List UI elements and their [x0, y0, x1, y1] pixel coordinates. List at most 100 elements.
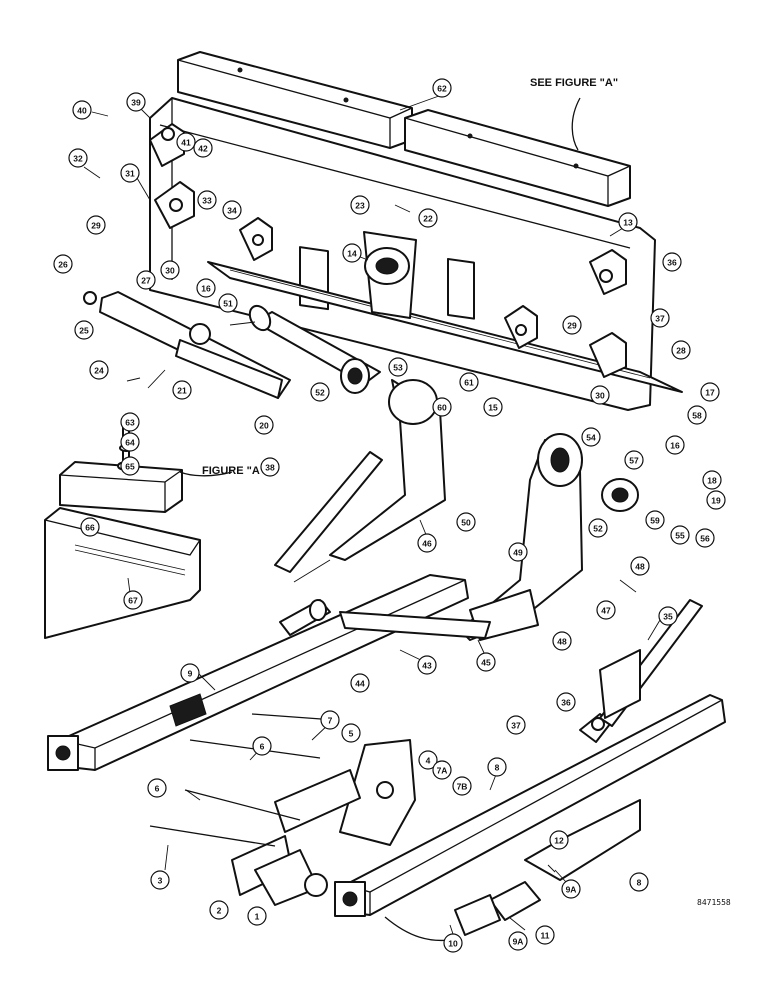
callout-50: 50 — [456, 512, 476, 532]
callout-8: 8 — [629, 872, 649, 892]
callout-label: 57 — [629, 456, 639, 466]
callout-62: 62 — [432, 78, 452, 98]
callout-label: 28 — [676, 346, 686, 356]
callout-4: 4 — [418, 750, 438, 770]
callout-label: 46 — [422, 539, 432, 549]
callout-label: 16 — [670, 441, 680, 451]
callout-label: 40 — [77, 106, 87, 116]
callout-label: 5 — [349, 729, 354, 739]
push-beam-left — [47, 574, 491, 771]
callout-44: 44 — [350, 673, 370, 693]
callout-47: 47 — [596, 600, 616, 620]
callout-6: 6 — [147, 778, 167, 798]
callout-38: 38 — [260, 457, 280, 477]
callout-label: 31 — [125, 169, 135, 179]
callout-label: 59 — [650, 516, 660, 526]
callout-29: 29 — [562, 315, 582, 335]
callout-label: 38 — [265, 463, 275, 473]
callout-48: 48 — [630, 556, 650, 576]
c-frame-supports — [274, 379, 639, 641]
callout-52: 52 — [310, 382, 330, 402]
callout-label: 35 — [663, 612, 673, 622]
callout-label: 25 — [79, 326, 89, 336]
figure-a-arrow — [179, 471, 233, 477]
callout-label: 29 — [567, 321, 577, 331]
callout-label: 9A — [513, 937, 524, 947]
bottom-arrow — [384, 916, 451, 942]
callout-58: 58 — [687, 405, 707, 425]
see-figure-a-arrow — [571, 97, 581, 151]
callout-label: 30 — [595, 391, 605, 401]
callout-37: 37 — [650, 308, 670, 328]
callout-67: 67 — [123, 590, 143, 610]
see-figure-a-note: SEE FIGURE "A" — [530, 77, 618, 89]
callout-41: 41 — [176, 132, 196, 152]
callout-10: 10 — [443, 933, 463, 953]
callout-35: 35 — [658, 606, 678, 626]
wear-pads — [177, 51, 631, 207]
callout-18: 18 — [702, 470, 722, 490]
callout-label: 6 — [260, 742, 265, 752]
callout-label: 13 — [623, 218, 633, 228]
callout-60: 60 — [432, 397, 452, 417]
callout-24: 24 — [89, 360, 109, 380]
callout-label: 22 — [423, 214, 433, 224]
callout-22: 22 — [418, 208, 438, 228]
callout-40: 40 — [72, 100, 92, 120]
callout-label: 56 — [700, 534, 710, 544]
callout-16: 16 — [196, 278, 216, 298]
callout-label: 41 — [181, 138, 191, 148]
callout-42: 42 — [193, 138, 213, 158]
callout-label: 51 — [223, 299, 233, 309]
callout-55: 55 — [670, 525, 690, 545]
callout-label: 4 — [426, 756, 431, 766]
leader-lines — [83, 91, 661, 941]
callout-5: 5 — [341, 723, 361, 743]
callout-28: 28 — [671, 340, 691, 360]
callout-6: 6 — [252, 736, 272, 756]
callout-48: 48 — [552, 631, 572, 651]
callout-65: 65 — [120, 456, 140, 476]
callout-label: 36 — [561, 698, 571, 708]
callout-label: 44 — [355, 679, 365, 689]
callout-label: 63 — [125, 418, 135, 428]
callout-label: 60 — [437, 403, 447, 413]
callout-label: 18 — [707, 476, 717, 486]
push-beam-right — [149, 599, 726, 936]
callout-43: 43 — [417, 655, 437, 675]
callout-7A: 7A — [432, 760, 452, 780]
callout-8: 8 — [487, 757, 507, 777]
callout-25: 25 — [74, 320, 94, 340]
callout-label: 10 — [448, 939, 458, 949]
callout-label: 37 — [511, 721, 521, 731]
figure-a-detail — [44, 419, 201, 639]
callout-27: 27 — [136, 270, 156, 290]
callout-label: 32 — [73, 154, 83, 164]
blade-assembly — [149, 97, 683, 411]
callout-label: 21 — [177, 386, 187, 396]
callout-56: 56 — [695, 528, 715, 548]
callout-label: 39 — [131, 98, 141, 108]
callout-53: 53 — [388, 357, 408, 377]
callout-59: 59 — [645, 510, 665, 530]
callout-7: 7 — [320, 710, 340, 730]
callout-label: 42 — [198, 144, 208, 154]
callout-label: 20 — [259, 421, 269, 431]
callout-label: 8 — [637, 878, 642, 888]
callout-16: 16 — [665, 435, 685, 455]
callout-39: 39 — [126, 92, 146, 112]
callout-label: 43 — [422, 661, 432, 671]
blade-link-arm — [83, 291, 291, 399]
callout-label: 7 — [328, 716, 333, 726]
callout-label: 24 — [94, 366, 104, 376]
callout-label: 49 — [513, 548, 523, 558]
callout-63: 63 — [120, 412, 140, 432]
callout-11: 11 — [535, 925, 555, 945]
callout-label: 17 — [705, 388, 715, 398]
callout-14: 14 — [342, 243, 362, 263]
callout-label: 19 — [711, 496, 721, 506]
callout-label: 50 — [461, 518, 471, 528]
callout-57: 57 — [624, 450, 644, 470]
callout-32: 32 — [68, 148, 88, 168]
